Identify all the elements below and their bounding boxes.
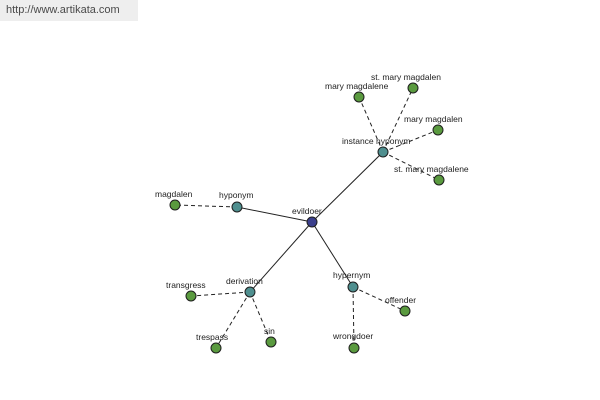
node-sin[interactable] xyxy=(265,336,277,348)
edge-evildoer-instance-hyponym xyxy=(311,151,384,223)
label-mary-magdalene[interactable]: mary magdalene xyxy=(325,81,389,91)
edge-hyponym-magdalen xyxy=(174,204,238,208)
node-trespass[interactable] xyxy=(210,342,222,354)
edge-instance-hyponym-mary-magdalen xyxy=(382,129,439,153)
edge-derivation-sin xyxy=(249,291,272,343)
edge-hypernym-wrongdoer xyxy=(352,286,355,349)
label-st-mary-magdalen[interactable]: st. mary magdalen xyxy=(371,72,441,82)
label-derivation[interactable]: derivation xyxy=(226,276,263,286)
node-mary-magdalene[interactable] xyxy=(353,91,365,103)
edge-instance-hyponym-st-mary-magdalen xyxy=(382,87,414,153)
node-instance-hyponym[interactable] xyxy=(377,146,389,158)
edge-hypernym-offender xyxy=(352,286,406,312)
label-offender[interactable]: offender xyxy=(385,295,416,305)
node-transgress[interactable] xyxy=(185,290,197,302)
label-trespass[interactable]: trespass xyxy=(196,332,228,342)
node-hyponym[interactable] xyxy=(231,201,243,213)
label-wrongdoer[interactable]: wrongdoer xyxy=(332,331,373,341)
label-magdalen[interactable]: magdalen xyxy=(155,189,193,199)
label-mary-magdalen[interactable]: mary magdalen xyxy=(404,114,463,124)
label-instance-hyponym[interactable]: instance hyponym xyxy=(342,136,411,146)
edge-derivation-transgress xyxy=(190,291,251,297)
edge-instance-hyponym-st-mary-magdalene xyxy=(382,151,440,181)
edge-instance-hyponym-mary-magdalene xyxy=(358,96,384,153)
node-magdalen[interactable] xyxy=(169,199,181,211)
label-st-mary-magdalene[interactable]: st. mary magdalene xyxy=(394,164,469,174)
node-hypernym[interactable] xyxy=(347,281,359,293)
label-evildoer[interactable]: evildoer xyxy=(292,206,322,216)
label-hypernym[interactable]: hypernym xyxy=(333,270,370,280)
edge-evildoer-derivation xyxy=(249,221,313,293)
node-wrongdoer[interactable] xyxy=(348,342,360,354)
node-mary-magdalen[interactable] xyxy=(432,124,444,136)
edge-evildoer-hypernym xyxy=(311,221,354,288)
url-banner[interactable]: http://www.artikata.com xyxy=(0,0,138,21)
node-derivation[interactable] xyxy=(244,286,256,298)
node-offender[interactable] xyxy=(399,305,411,317)
node-evildoer[interactable] xyxy=(306,216,318,228)
edge-evildoer-hyponym xyxy=(236,206,313,223)
label-sin[interactable]: sin xyxy=(264,326,275,336)
edge-derivation-trespass xyxy=(215,291,251,349)
label-hyponym[interactable]: hyponym xyxy=(219,190,254,200)
node-st-mary-magdalene[interactable] xyxy=(433,174,445,186)
label-transgress[interactable]: transgress xyxy=(166,280,206,290)
graph-edges xyxy=(174,87,440,349)
node-st-mary-magdalen[interactable] xyxy=(407,82,419,94)
graph-nodes xyxy=(169,82,445,354)
